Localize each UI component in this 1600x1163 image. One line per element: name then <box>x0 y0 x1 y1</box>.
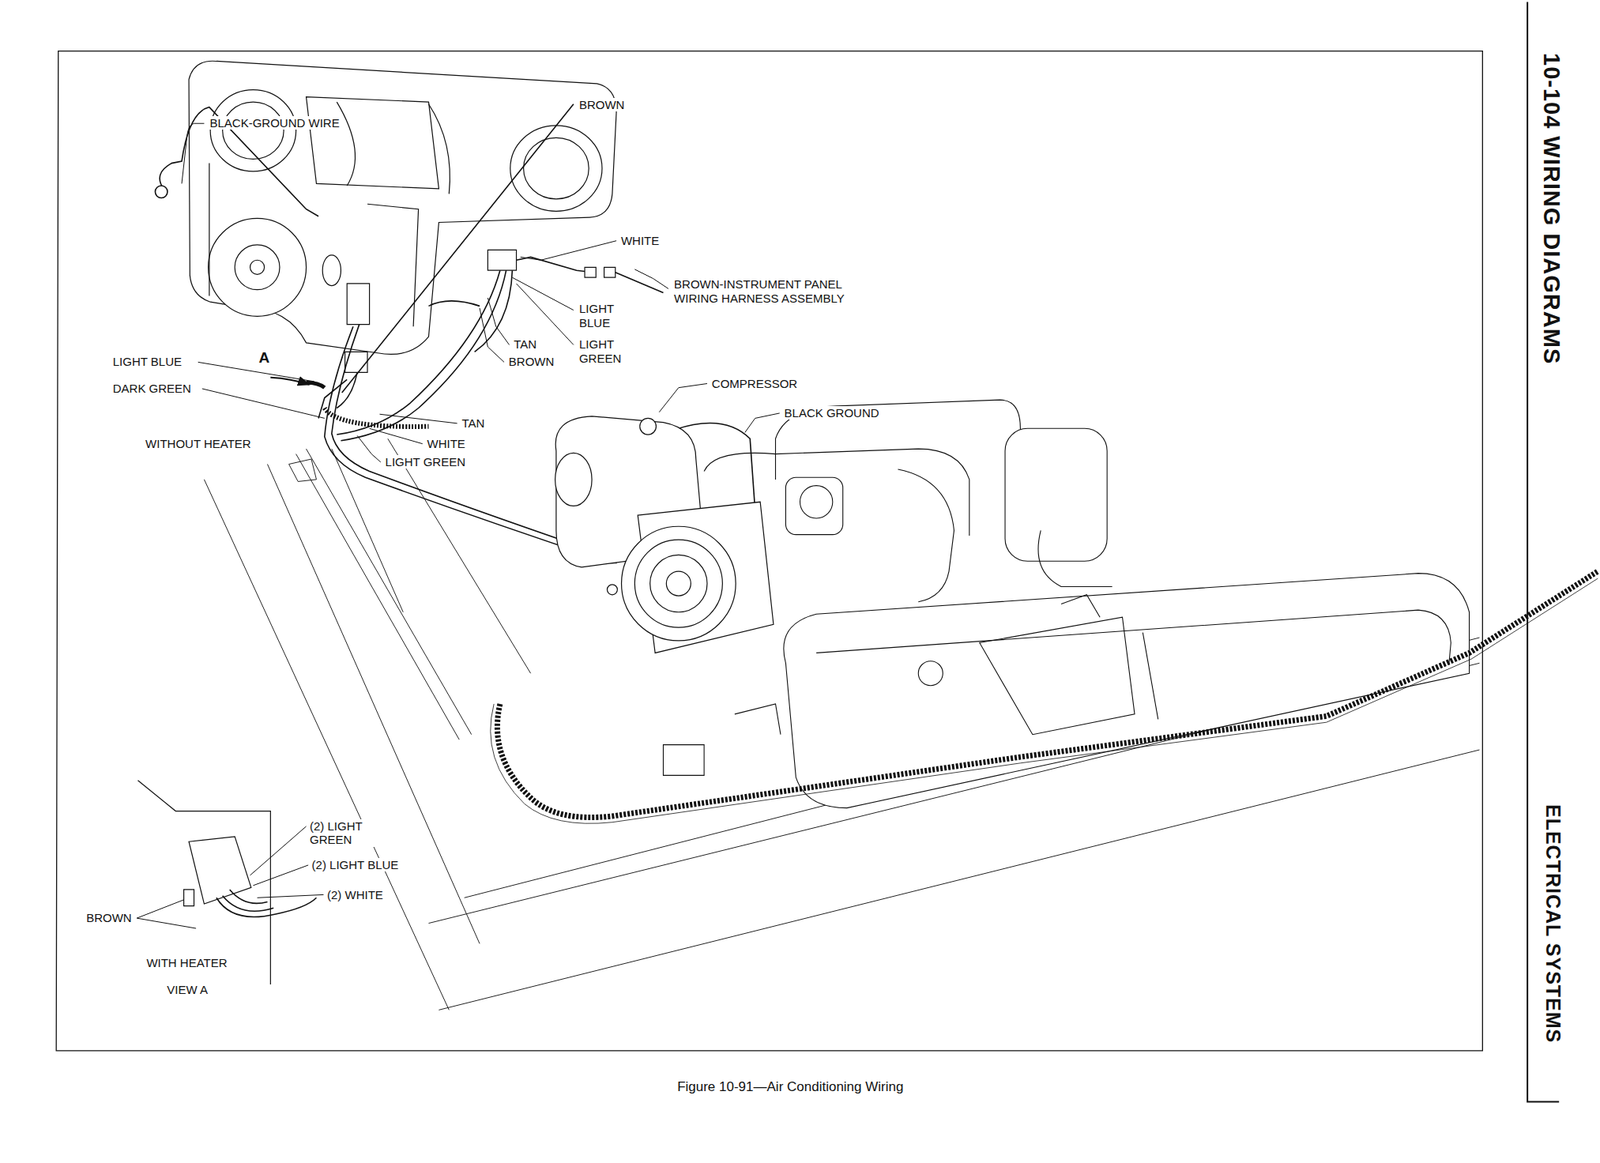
wire-label: BROWN <box>507 354 557 369</box>
wire-label: LIGHT GREEN <box>384 455 467 469</box>
view-note: VIEW A <box>165 982 210 997</box>
leader-lines <box>136 123 780 929</box>
figure-caption: Figure 10-91—Air Conditioning Wiring <box>482 1079 1099 1096</box>
wiring-harness <box>490 571 1598 824</box>
view-marker: A <box>256 349 272 367</box>
section-header: ELECTRICAL SYSTEMS <box>1541 802 1565 1045</box>
wire-label: LIGHT BLUE <box>111 354 184 369</box>
wire-label: WHITE <box>425 436 467 451</box>
wire-label: DARK GREEN <box>111 381 193 396</box>
view-note: WITHOUT HEATER <box>143 436 253 451</box>
wire-label: WHITE <box>619 233 661 248</box>
wire-label: TAN <box>512 337 539 351</box>
wire-label: LIGHT GREEN <box>577 337 632 366</box>
engine <box>662 399 1469 808</box>
wire-label: (2) WHITE <box>325 888 385 902</box>
wire-label: BLACK GROUND <box>783 406 881 420</box>
body-lines <box>203 438 1480 1010</box>
part-label: COMPRESSOR <box>710 376 799 391</box>
page-header: 10-104 WIRING DIAGRAMS <box>1537 51 1564 366</box>
wire-label: BROWN <box>84 911 134 925</box>
evaporator-housing <box>188 60 617 354</box>
wire-label: BLACK-GROUND WIRE <box>207 116 341 130</box>
wire-label: BROWN <box>577 97 627 112</box>
compressor <box>555 416 774 654</box>
wire-label: TAN <box>459 416 486 430</box>
wire-label: (2) LIGHT BLUE <box>310 858 401 872</box>
harness-label: BROWN-INSTRUMENT PANEL WIRING HARNESS AS… <box>672 277 891 305</box>
wire-label: (2) LIGHT GREEN <box>308 819 377 848</box>
page-frame <box>56 2 1559 1103</box>
view-note: WITH HEATER <box>144 956 229 970</box>
view-a-inset <box>137 780 317 985</box>
wire-label: LIGHT BLUE <box>577 301 630 330</box>
